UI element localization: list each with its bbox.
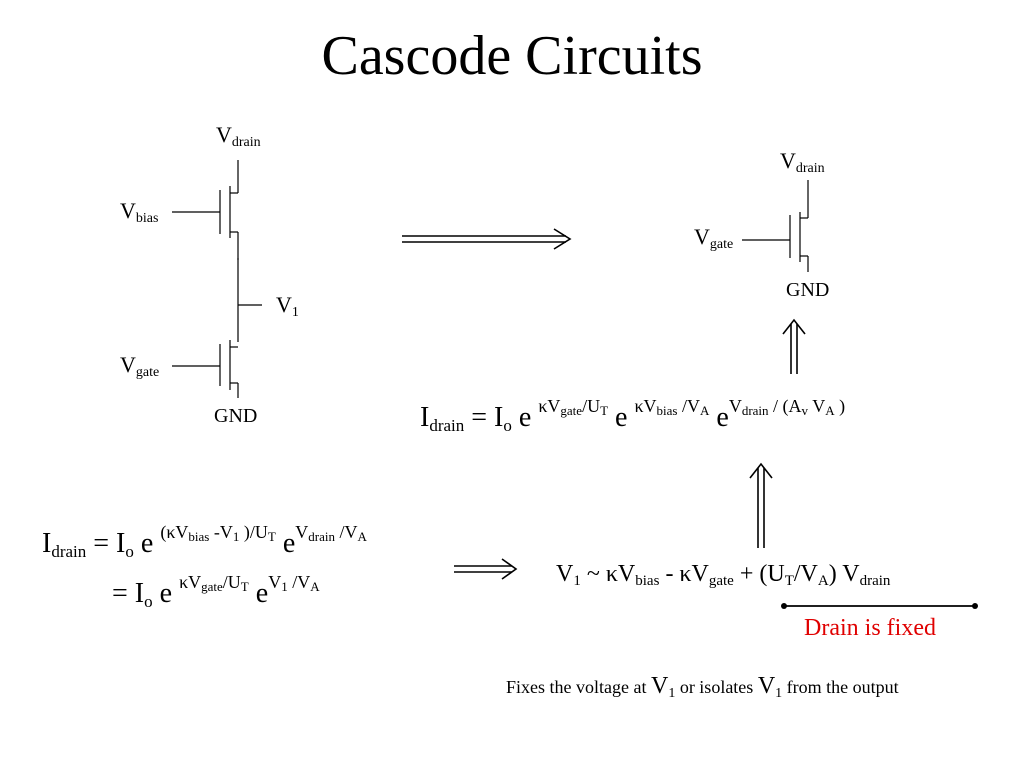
right-gnd-label: GND — [786, 279, 830, 301]
left-bottom-transistor — [172, 340, 239, 398]
right-vgate-label: Vgate — [694, 224, 734, 252]
left-vdrain-label: Vdrain — [216, 122, 261, 150]
right-transistor — [742, 180, 809, 272]
up-arrow-upper — [782, 318, 806, 374]
left-vgate-label: Vgate — [120, 352, 160, 380]
left-vbias-label: Vbias — [120, 198, 159, 226]
right-arrow-top — [402, 228, 572, 250]
left-gnd-label: GND — [214, 405, 258, 427]
idrain-equation-line2: = Io e κVgate/UT eV1 /VA — [112, 572, 320, 611]
up-arrow-lower — [749, 462, 773, 548]
left-top-transistor — [172, 160, 239, 260]
left-v1-label: V1 — [276, 292, 299, 320]
right-arrow-bottom — [454, 558, 518, 580]
v1-approximation-equation: V1 ~ κVbias - κVgate + (UT/VA) Vdrain — [556, 561, 891, 589]
bracket-dot-left — [781, 603, 787, 609]
page-title: Cascode Circuits — [321, 25, 703, 87]
idrain-equation-simplified: Idrain = Io e κVgate/UT e κVbias /VA eVd… — [420, 396, 846, 435]
right-vdrain-label: Vdrain — [780, 148, 825, 176]
drain-fixed-note: Drain is fixed — [804, 615, 936, 641]
idrain-equation-line1: Idrain = Io e (κVbias -V1 )/UT eVdrain /… — [42, 522, 367, 561]
caption: Fixes the voltage at V1 or isolates V1 f… — [506, 673, 899, 701]
bracket-dot-right — [972, 603, 978, 609]
